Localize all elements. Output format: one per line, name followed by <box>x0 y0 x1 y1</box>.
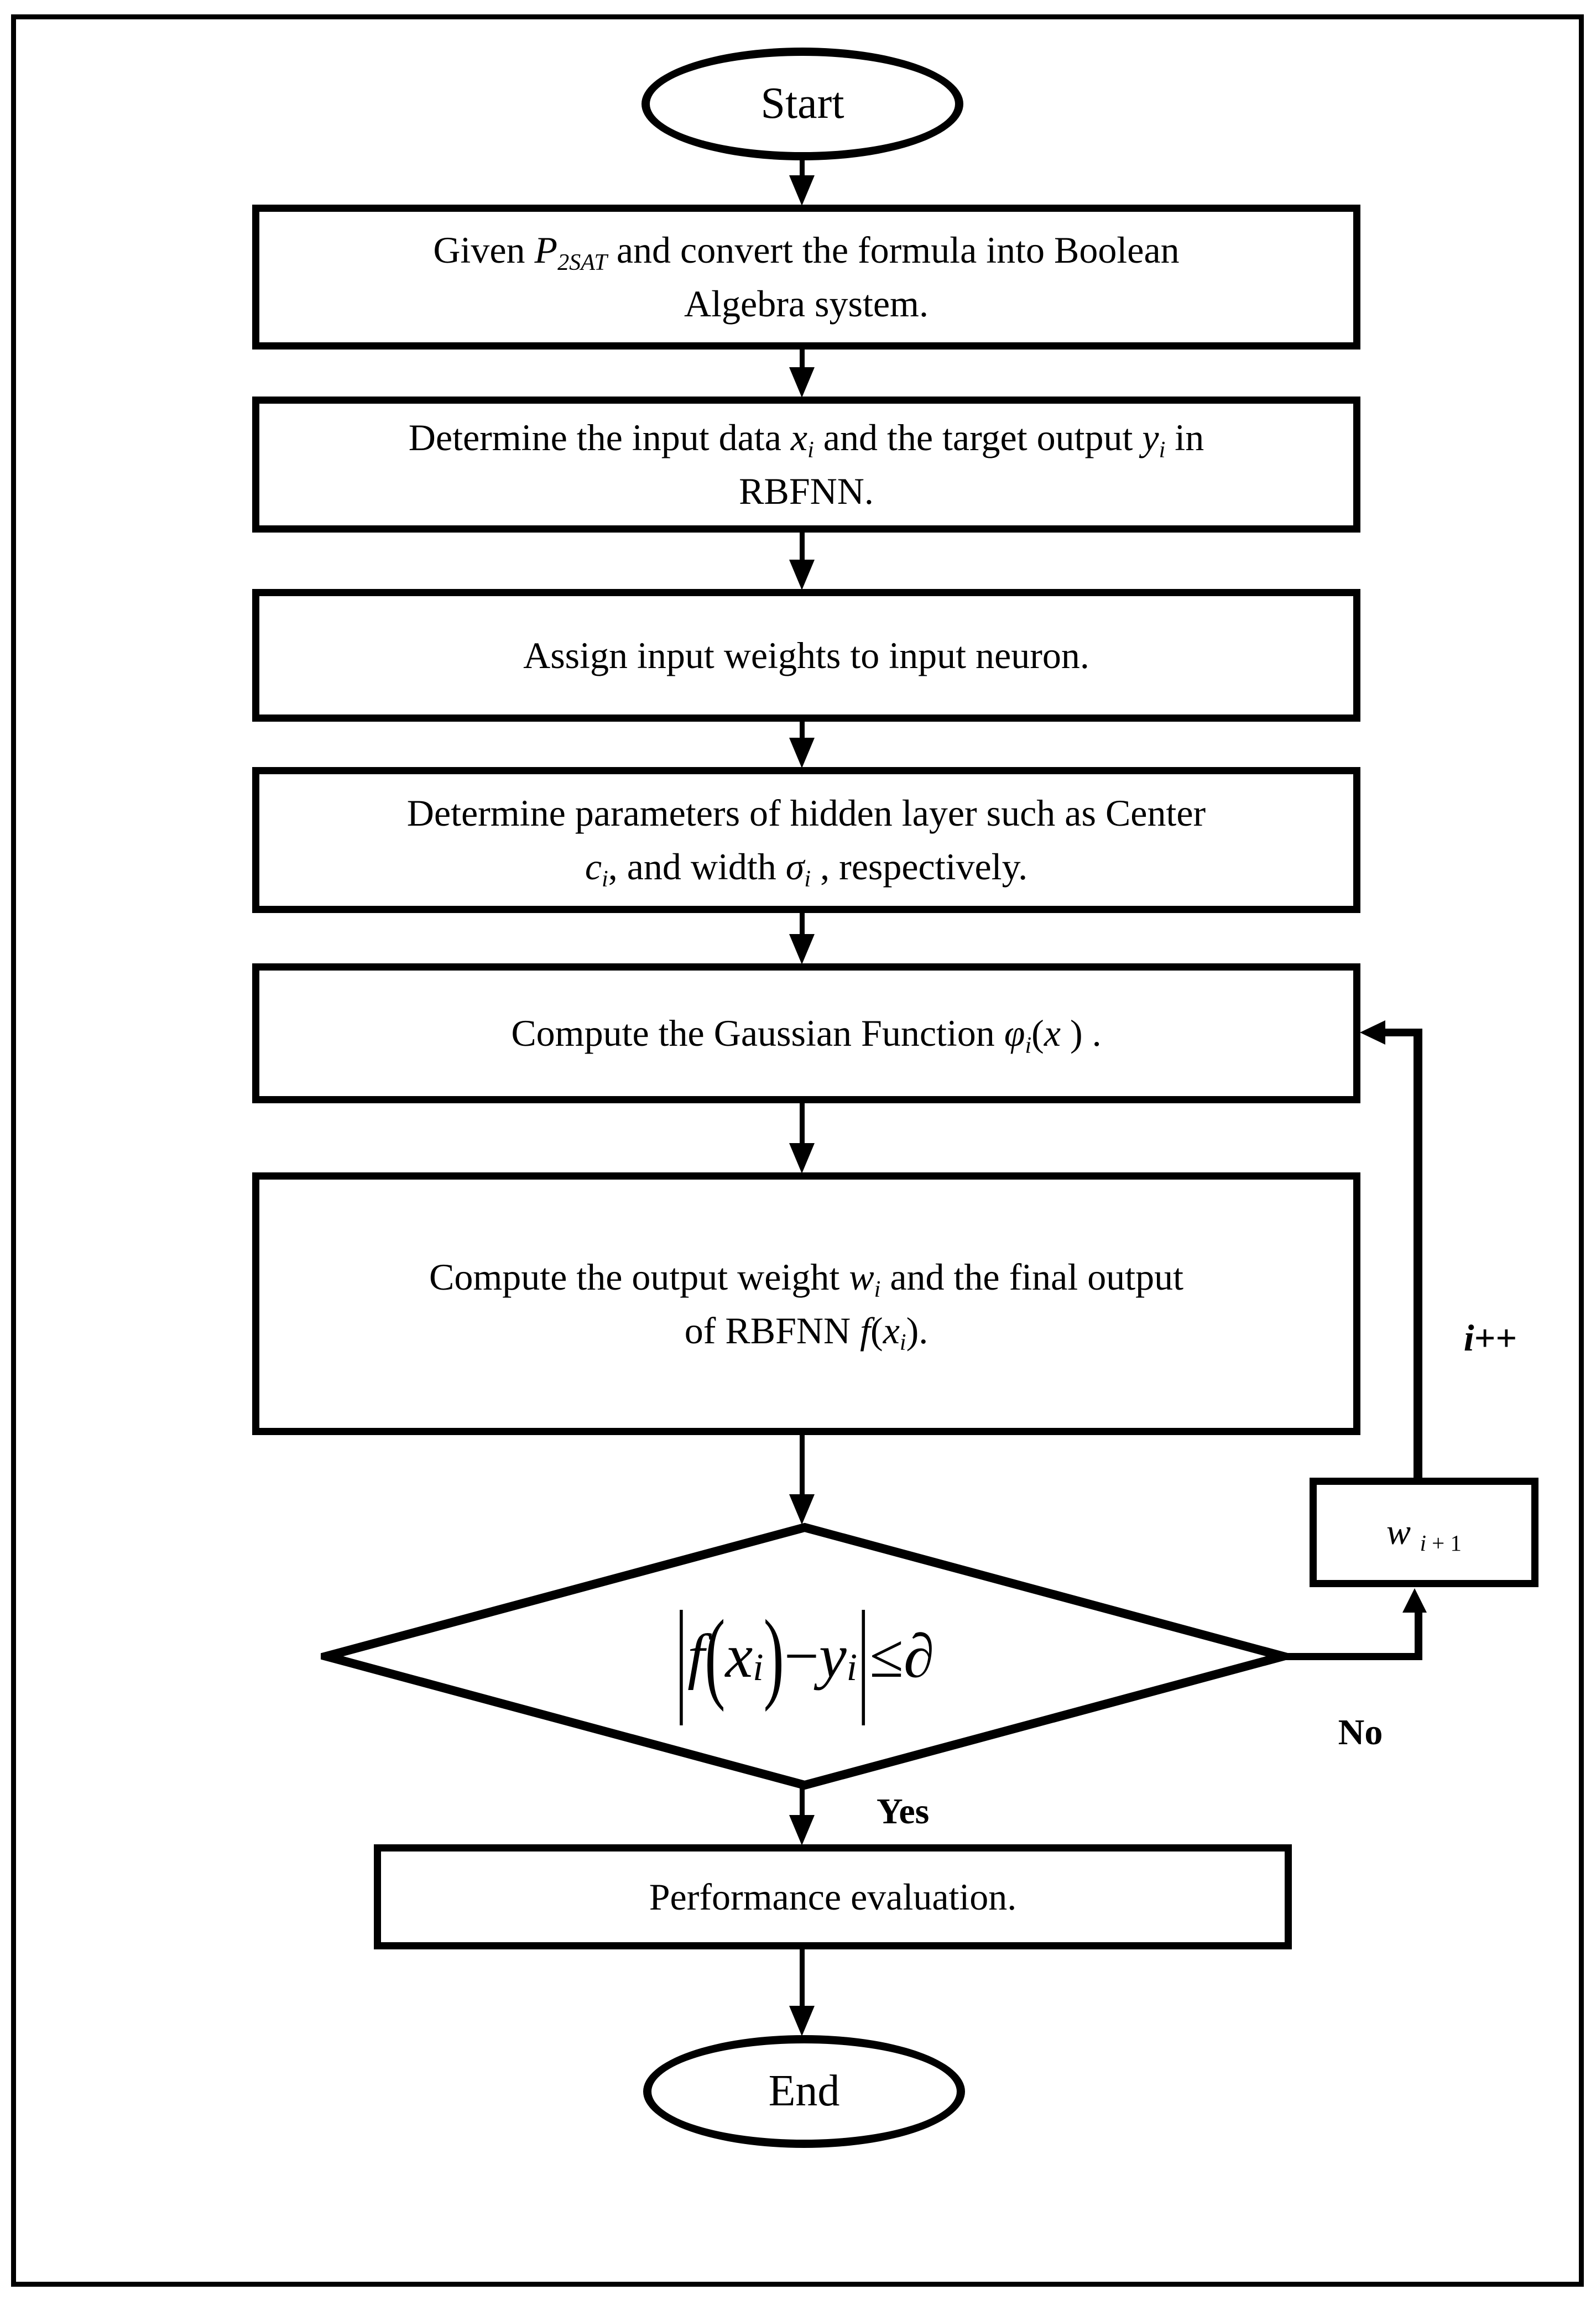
arrowhead-down-icon <box>789 560 815 590</box>
connector-decision-performance <box>800 1786 805 1818</box>
connector-no-vertical <box>1415 1610 1422 1660</box>
diamond-shape-icon <box>321 1522 1289 1790</box>
end-label: End <box>768 2067 840 2116</box>
weight-update-box: w i + 1 <box>1310 1478 1538 1587</box>
process-performance-evaluation-label: Performance evaluation. <box>649 1875 1017 1918</box>
arrowhead-down-icon <box>789 738 815 768</box>
process-assign-weights: Assign input weights to input neuron. <box>252 589 1360 722</box>
process-output-weight-label: Compute the output weight wi and the fin… <box>429 1255 1183 1356</box>
page-border <box>11 14 1584 2287</box>
connector-start-step1 <box>800 159 805 180</box>
connector-step4-step5 <box>800 912 805 937</box>
start-label: Start <box>760 79 844 128</box>
process-given-p2sat-label: Given P2SAT and convert the formula into… <box>433 229 1180 325</box>
arrowhead-down-icon <box>789 175 815 206</box>
connector-step3-step4 <box>800 721 805 742</box>
weight-update-label: w i + 1 <box>1386 1512 1462 1556</box>
process-given-p2sat: Given P2SAT and convert the formula into… <box>252 205 1360 350</box>
process-hidden-layer-params-label: Determine parameters of hidden layer suc… <box>406 792 1206 892</box>
end-terminator: End <box>643 2035 965 2148</box>
process-determine-input-label: Determine the input data xi and the targ… <box>408 416 1204 512</box>
connector-no-horizontal <box>1284 1653 1422 1660</box>
start-terminator: Start <box>641 48 963 160</box>
process-output-weight: Compute the output weight wi and the fin… <box>252 1172 1360 1435</box>
arrowhead-down-icon <box>789 1815 815 1845</box>
arrowhead-down-icon <box>789 2006 815 2036</box>
arrowhead-down-icon <box>789 1494 815 1525</box>
connector-step5-step6 <box>800 1102 805 1146</box>
edge-label-increment: i++ <box>1463 1317 1517 1359</box>
process-assign-weights-label: Assign input weights to input neuron. <box>523 634 1089 676</box>
connector-step2-step3 <box>800 531 805 563</box>
arrowhead-left-icon <box>1360 1020 1385 1045</box>
connector-loop-vertical <box>1414 1030 1422 1478</box>
process-hidden-layer-params: Determine parameters of hidden layer suc… <box>252 767 1360 913</box>
connector-step6-decision <box>800 1434 805 1498</box>
process-gaussian-function: Compute the Gaussian Function φi(x ) . <box>252 963 1360 1103</box>
connector-step1-step2 <box>800 348 805 372</box>
process-determine-input: Determine the input data xi and the targ… <box>252 397 1360 533</box>
process-gaussian-function-label: Compute the Gaussian Function φi(x ) . <box>511 1012 1102 1058</box>
arrowhead-down-icon <box>789 1143 815 1174</box>
arrowhead-down-icon <box>789 367 815 398</box>
connector-loop-horizontal <box>1384 1029 1422 1036</box>
arrowhead-down-icon <box>789 934 815 964</box>
edge-label-yes: Yes <box>877 1791 930 1832</box>
edge-label-no: No <box>1338 1712 1383 1753</box>
arrowhead-up-icon <box>1402 1588 1427 1613</box>
connector-performance-end <box>800 1948 805 2009</box>
process-performance-evaluation: Performance evaluation. <box>374 1844 1292 1949</box>
